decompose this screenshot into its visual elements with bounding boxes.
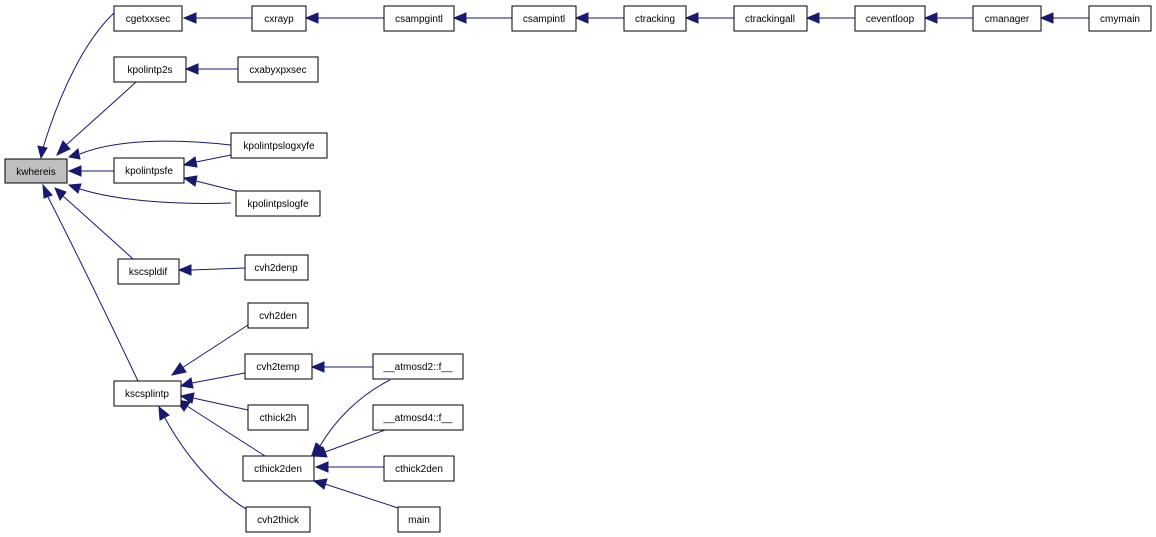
edge-kpolintpslogfe-to-kwhereis xyxy=(67,183,232,204)
edge-cmymain-to-cmanager xyxy=(1039,12,1089,24)
node-cmymain[interactable]: cmymain xyxy=(1088,5,1152,32)
node-label: cgetxxsec xyxy=(126,14,170,25)
edge-cgetxxsec-to-kwhereis xyxy=(37,12,115,160)
node-label: cvh2denp xyxy=(254,263,298,274)
node-kpolintpslogfe[interactable]: kpolintpslogfe xyxy=(235,190,321,217)
edge-kpolintpslogfe-to-kpolintpsfe xyxy=(182,175,237,192)
edge-main-to-cthick2den xyxy=(312,478,399,509)
node-label: csampgintl xyxy=(395,14,443,25)
node-cthick2den[interactable]: cthick2den xyxy=(242,455,315,482)
node-ctrackingall[interactable]: ctrackingall xyxy=(733,5,808,32)
node-label: kscsplintp xyxy=(125,389,169,400)
node-label: main xyxy=(408,515,430,526)
node-atmosd4-f[interactable]: __atmosd4::f__ xyxy=(372,404,464,431)
edge-cvh2thick-to-kscsplintp xyxy=(158,405,247,510)
node-label: cthick2den xyxy=(254,464,302,475)
node-label: cmanager xyxy=(985,14,1030,25)
node-main[interactable]: main xyxy=(397,506,441,533)
node-ceventloop[interactable]: ceventloop xyxy=(854,5,926,32)
node-cvh2denp[interactable]: cvh2denp xyxy=(244,254,309,281)
node-label: kscspldif xyxy=(129,267,168,278)
node-cvh2thick[interactable]: cvh2thick xyxy=(245,506,311,533)
node-kpolintp2s[interactable]: kpolintp2s xyxy=(113,56,187,83)
node-ctracking[interactable]: ctracking xyxy=(623,5,687,32)
edge-cthick2den-caller-to-cthick2den xyxy=(314,461,384,473)
edge-kpolintpslogxyfe-to-kpolintpsfe xyxy=(182,154,232,168)
node-cgetxxsec[interactable]: cgetxxsec xyxy=(113,5,183,32)
node-label: kpolintpsfe xyxy=(125,166,173,177)
node-label: kpolintpslogfe xyxy=(247,199,309,210)
edge-kscspldif-to-kwhereis xyxy=(54,187,134,260)
edge-cvh2den-to-kscsplintp xyxy=(170,324,249,376)
node-label: kwhereis xyxy=(16,167,55,178)
node-cthick2den-caller[interactable]: cthick2den xyxy=(383,455,455,482)
node-csampgintl[interactable]: csampgintl xyxy=(383,5,455,32)
edge-csampintl-to-csampgintl xyxy=(452,12,512,24)
node-cxrayp[interactable]: cxrayp xyxy=(251,5,307,32)
edge-kpolintpsfe-to-kwhereis xyxy=(67,165,114,177)
node-kpolintpsfe[interactable]: kpolintpsfe xyxy=(113,157,185,184)
edge-atmosd2-to-cvh2temp xyxy=(310,361,373,373)
edge-ctracking-to-csampintl xyxy=(574,12,624,24)
edge-cvh2temp-to-kscsplintp xyxy=(179,372,246,389)
edge-csampgintl-to-cxrayp xyxy=(304,12,384,24)
node-kwhereis[interactable]: kwhereis xyxy=(4,158,68,184)
node-csampintl[interactable]: csampintl xyxy=(511,5,577,32)
node-kscspldif[interactable]: kscspldif xyxy=(117,258,180,285)
node-cthick2h[interactable]: cthick2h xyxy=(247,404,309,431)
edge-kscsplintp-to-kwhereis xyxy=(42,183,139,382)
node-label: kpolintp2s xyxy=(127,65,172,76)
edge-cthick2h-to-kscsplintp xyxy=(179,392,249,411)
node-label: cvh2den xyxy=(259,311,297,322)
edge-kpolintpslogxyfe-to-kwhereis xyxy=(67,140,232,160)
node-label: ctracking xyxy=(635,14,675,25)
node-label: cvh2temp xyxy=(256,362,300,373)
node-label: __atmosd4::f__ xyxy=(383,413,453,424)
node-cxabyxpxsec[interactable]: cxabyxpxsec xyxy=(237,56,319,83)
edge-atmosd4-to-cthick2den xyxy=(311,429,386,458)
node-label: cthick2h xyxy=(260,413,297,424)
node-label: __atmosd2::f__ xyxy=(383,362,453,373)
node-cvh2temp[interactable]: cvh2temp xyxy=(244,353,313,380)
node-label: cmymain xyxy=(1100,14,1140,25)
call-edges xyxy=(37,12,1089,510)
node-kpolintpslogxyfe[interactable]: kpolintpslogxyfe xyxy=(230,132,328,159)
node-label: cxabyxpxsec xyxy=(249,65,306,76)
edge-kpolintp2s-to-kwhereis xyxy=(56,81,137,156)
edge-cxabyxpxsec-to-kpolintp2s xyxy=(184,63,238,75)
node-kscsplintp[interactable]: kscsplintp xyxy=(113,380,182,407)
function-nodes: kwhereis cgetxxsec cxrayp csampgintl csa… xyxy=(4,5,1152,533)
node-label: cxrayp xyxy=(264,14,294,25)
edge-cvh2denp-to-kscspldif xyxy=(177,264,246,276)
node-label: cthick2den xyxy=(395,464,443,475)
edge-ceventloop-to-ctrackingall xyxy=(805,12,855,24)
node-cmanager[interactable]: cmanager xyxy=(972,5,1042,32)
node-label: kpolintpslogxyfe xyxy=(243,141,315,152)
edge-cmanager-to-ceventloop xyxy=(923,12,973,24)
edge-ctrackingall-to-ctracking xyxy=(684,12,734,24)
node-label: ctrackingall xyxy=(745,14,795,25)
edge-cxrayp-to-cgetxxsec xyxy=(182,12,252,24)
node-atmosd2-f[interactable]: __atmosd2::f__ xyxy=(372,353,464,380)
node-label: ceventloop xyxy=(866,14,915,25)
node-label: csampintl xyxy=(523,14,565,25)
node-cvh2den[interactable]: cvh2den xyxy=(247,302,309,329)
node-label: cvh2thick xyxy=(257,515,300,526)
